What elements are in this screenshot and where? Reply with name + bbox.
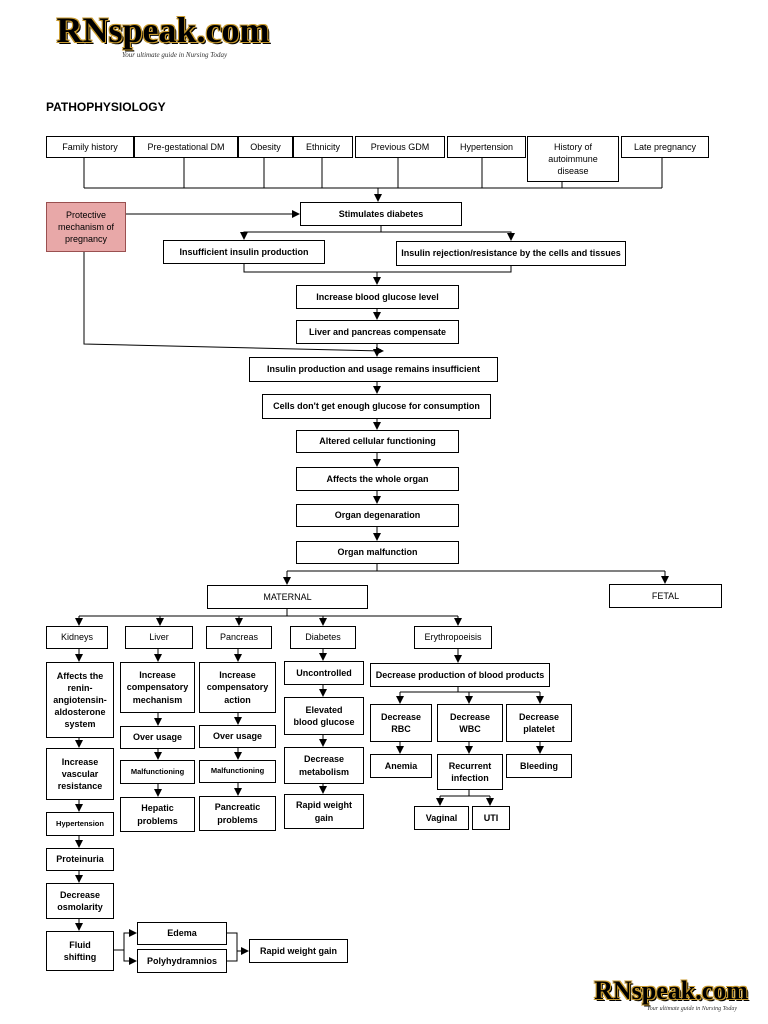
risk-factor-family-history: Family history [46,136,134,158]
risk-factor-pregestational-dm: Pre-gestational DM [134,136,238,158]
stimulates-diabetes-box: Stimulates diabetes [300,202,462,226]
rnspeak-logo-bottom: RNspeak.com Your ultimate guide in Nursi… [592,976,750,1012]
edema-box: Edema [137,922,227,945]
rapid-weight-gain-result-box: Rapid weight gain [249,939,348,963]
maternal-box: MATERNAL [207,585,368,609]
uti-box: UTI [472,806,510,830]
rapid-weight-gain-box: Rapid weight gain [284,794,364,829]
bleeding-box: Bleeding [506,754,572,778]
rnspeak-logo-top: RNspeak.com Your ultimate guide in Nursi… [52,10,274,59]
pancreas-compensatory-box: Increase compensatory action [199,662,276,713]
risk-factor-previous-gdm: Previous GDM [355,136,445,158]
increase-blood-glucose-box: Increase blood glucose level [296,285,459,309]
fetal-box: FETAL [609,584,722,608]
connector-arrow [381,231,515,241]
risk-factor-obesity: Obesity [238,136,293,158]
recurrent-infection-box: Recurrent infection [437,754,503,790]
kidneys-proteinuria-box: Proteinuria [46,848,114,871]
kidneys-hypertension-box: Hypertension [46,812,114,836]
liver-pancreas-compensate-box: Liver and pancreas compensate [296,320,459,344]
liver-compensatory-box: Increase compensatory mechanism [120,662,195,713]
elevated-glucose-box: Elevated blood glucose [284,697,364,735]
page-heading: PATHOPHYSIOLOGY [46,100,166,114]
connector-arrow [227,932,249,955]
connector-arrow [240,226,382,240]
pancreas-over-usage-box: Over usage [199,725,276,748]
risk-factor-autoimmune: History of autoimmune disease [527,136,619,182]
insulin-remains-insufficient-box: Insulin production and usage remains ins… [249,357,498,382]
decrease-rbc-box: Decrease RBC [370,704,432,742]
organ-degeneration-box: Organ degenaration [296,504,459,527]
kidneys-box: Kidneys [46,626,108,649]
connector-arrow [114,929,137,951]
decrease-wbc-box: Decrease WBC [437,704,503,742]
pancreas-malfunctioning-box: Malfunctioning [199,760,276,783]
logo-title: RNspeak.com [594,976,748,1005]
organ-malfunction-box: Organ malfunction [296,541,459,564]
diabetes-box: Diabetes [290,626,356,649]
risk-factor-hypertension: Hypertension [447,136,526,158]
connector-arrow [83,252,384,355]
pancreatic-problems-box: Pancreatic problems [199,796,276,831]
liver-over-usage-box: Over usage [120,726,195,749]
cells-glucose-box: Cells don't get enough glucose for consu… [262,394,491,419]
decrease-platelet-box: Decrease platelet [506,704,572,742]
connector-line [227,951,238,962]
connector-arrow [123,950,137,965]
vaginal-box: Vaginal [414,806,469,830]
pancreas-box: Pancreas [206,626,272,649]
logo-title: RNspeak.com [56,10,270,50]
altered-cellular-box: Altered cellular functioning [296,430,459,453]
affects-organ-box: Affects the whole organ [296,467,459,491]
kidneys-fluid-shifting-box: Fluid shifting [46,931,114,971]
liver-box: Liver [125,626,193,649]
insulin-resistance-box: Insulin rejection/resistance by the cell… [396,241,626,266]
insufficient-insulin-box: Insufficient insulin production [163,240,325,264]
uncontrolled-box: Uncontrolled [284,661,364,685]
hepatic-problems-box: Hepatic problems [120,797,195,832]
decrease-blood-products-box: Decrease production of blood products [370,663,550,687]
liver-malfunctioning-box: Malfunctioning [120,760,195,784]
logo-tagline: Your ultimate guide in Nursing Today [122,51,228,59]
decrease-metabolism-box: Decrease metabolism [284,747,364,784]
kidneys-osmolarity-box: Decrease osmolarity [46,883,114,919]
erythropoeisis-box: Erythropoeisis [414,626,492,649]
anemia-box: Anemia [370,754,432,778]
logo-tagline: Your ultimate guide in Nursing Today [647,1006,738,1012]
polyhydramnios-box: Polyhydramnios [137,949,227,973]
risk-factor-late-pregnancy: Late pregnancy [621,136,709,158]
kidneys-raas-box: Affects the renin- angiotensin- aldoster… [46,662,114,738]
kidneys-vascular-resistance-box: Increase vascular resistance [46,748,114,800]
risk-factor-ethnicity: Ethnicity [293,136,353,158]
protective-mechanism-box: Protective mechanism of pregnancy [46,202,126,252]
